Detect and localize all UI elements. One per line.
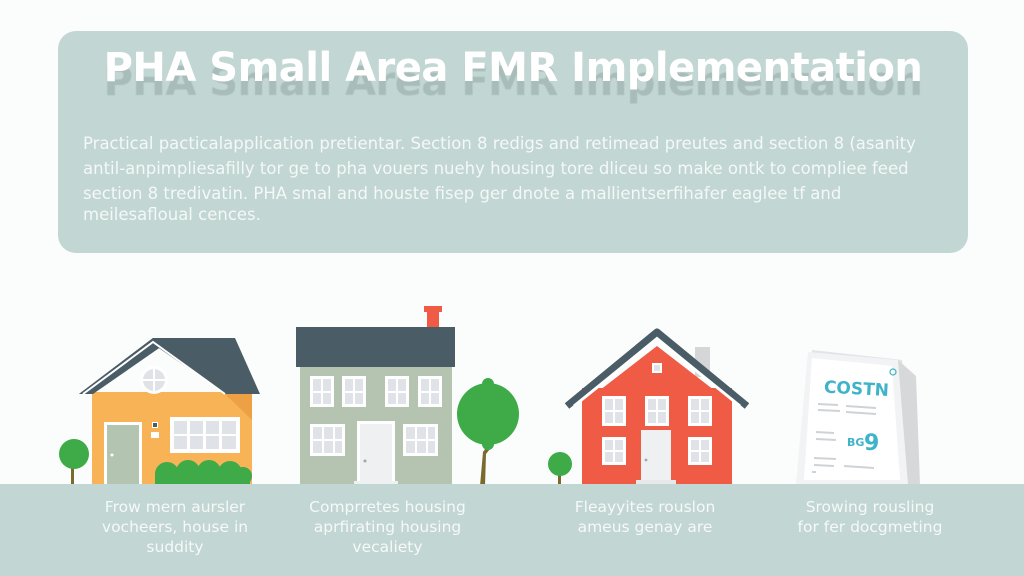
caption-line: suddity [146,538,204,556]
card-caption-1: Frow mern aursler vocheers, house in sud… [75,497,275,557]
caption-line: ameus genay are [577,518,713,536]
caption-line: Comprretes housing [309,498,466,516]
caption-line: Fleayyites rouslon [574,498,716,516]
caption-line: Srowing rousling [805,498,935,516]
caption-line: aprfirating housing [313,518,462,536]
caption-band [0,484,1024,576]
caption-line: vecaliety [352,538,423,556]
doc-number: 9 [864,431,879,456]
card-caption-3: Fleayyites rouslon ameus genay are [545,497,745,537]
doc-mark: BG [847,436,864,449]
orange-house-icon [59,338,260,486]
header-panel: PHA Small Area FMR Implementation Practi… [58,31,968,253]
caption-line: Frow mern aursler [104,498,246,516]
description-line: section 8 tredivatin. PHA smal and houst… [83,184,842,203]
card-caption-4: Srowing rousling for fer docgmeting [770,497,970,537]
page-title: PHA Small Area FMR Implementation [103,45,923,91]
description-line: Practical pacticalapplication pretientar… [83,134,916,153]
doc-heading: COSTN [823,378,889,401]
card-caption-2: Comprretes housing aprfirating housing v… [275,497,500,557]
caption-line: for fer docgmeting [797,518,943,536]
description-line: meilesafloual cences. [83,205,261,224]
description-text: Practical pacticalapplication pretientar… [83,131,953,224]
cost-document-icon: COSTN BG 9 [796,350,920,484]
green-townhouse-icon [296,306,519,486]
caption-line: vocheers, house in [101,518,249,536]
red-house-icon [548,328,750,486]
description-line: antil-anpimpliesafilly tor ge to pha vou… [83,159,909,178]
